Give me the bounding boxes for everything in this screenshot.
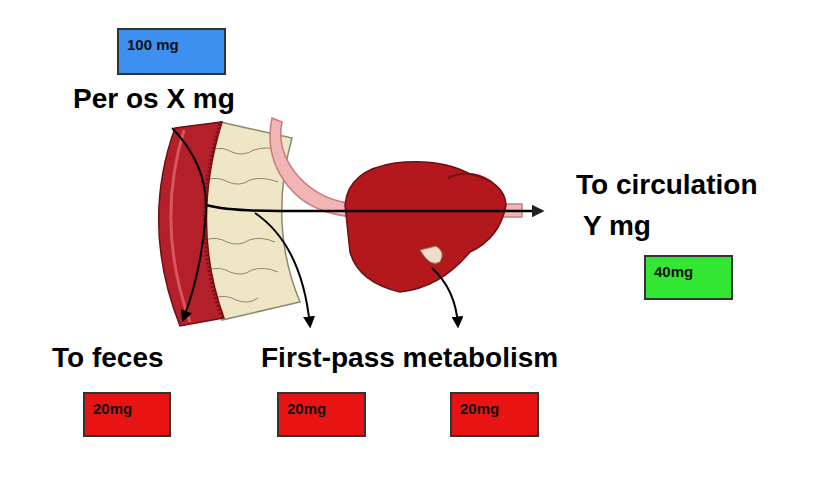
liver: [345, 162, 506, 292]
gut-metabolism-path: [255, 213, 310, 326]
feces-label: To feces: [52, 343, 164, 374]
amount-text: 20mg: [452, 394, 499, 417]
liver-metabolism-path: [432, 268, 458, 326]
amount-text: 40mg: [646, 257, 693, 280]
feces-path: [172, 128, 206, 320]
intestine-sheen: [171, 130, 190, 322]
circulation-path: [206, 205, 542, 211]
circulation-amount-box: 40mg: [644, 255, 733, 300]
metabolism-label: First-pass metabolism: [261, 343, 558, 374]
circulation-label: To circulation: [576, 170, 758, 201]
amount-text: 20mg: [279, 394, 326, 417]
amount-text: 100 mg: [119, 30, 179, 53]
intestine-wall: [204, 124, 222, 318]
mesentery-vessels: [205, 148, 284, 302]
liver-metabolism-amount-box: 20mg: [450, 392, 539, 437]
feces-amount-box: 20mg: [83, 392, 171, 437]
mesentery: [205, 122, 300, 320]
intestine: [159, 122, 224, 326]
circulation-amount-label: Y mg: [583, 211, 651, 242]
dose-box: 100 mg: [117, 28, 226, 75]
gut-metabolism-amount-box: 20mg: [277, 392, 366, 437]
liver-lobe-line: [448, 174, 492, 182]
amount-text: 20mg: [85, 394, 132, 417]
gallbladder: [420, 246, 442, 264]
dose-label: Per os X mg: [73, 84, 235, 115]
